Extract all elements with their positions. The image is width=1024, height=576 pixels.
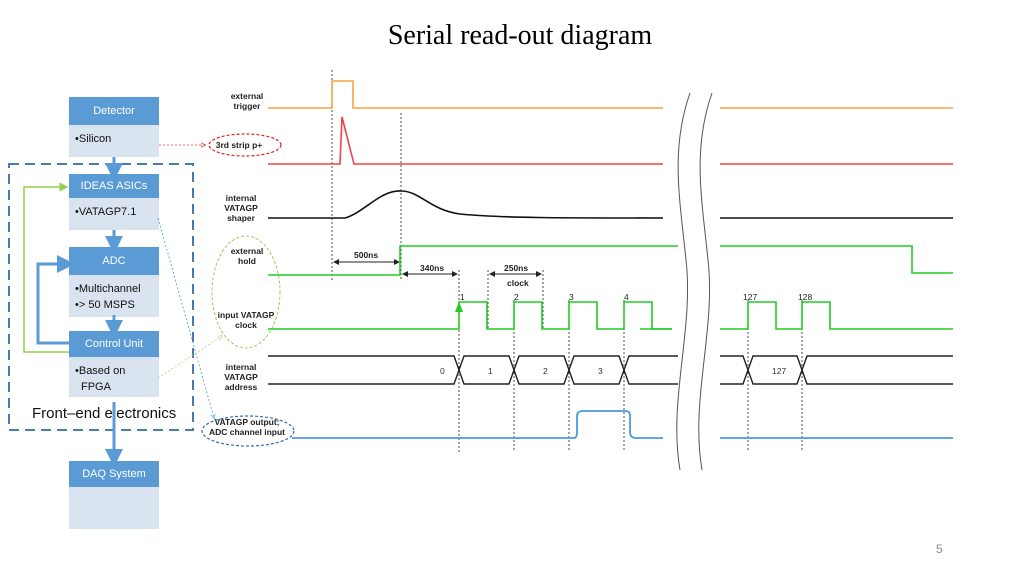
interval-label-500ns: 500ns <box>354 250 379 260</box>
callout-control-hold <box>157 336 222 379</box>
signal-label-vatagp-output: VATAGP output; ADC channel input <box>204 417 290 437</box>
signal-label-line: input VATAGP <box>217 310 275 320</box>
signal-label-line: 3rd strip p+ <box>215 140 263 150</box>
signal-label-line: shaper <box>227 213 255 223</box>
address-label: 127 <box>772 366 787 376</box>
front-end-electronics-label: Front–end electronics <box>32 405 177 422</box>
signal-label-line: trigger <box>233 101 261 111</box>
signal-label-input-clock: input VATAGP clock <box>214 310 278 330</box>
signal-label-line: hold <box>238 256 256 266</box>
clock-tick-label: 2 <box>514 292 519 302</box>
signal-label-external-hold: external hold <box>222 246 272 266</box>
detector-block-line: •Silicon <box>75 133 112 145</box>
timeline-break-left <box>676 92 691 471</box>
signal-label-line: VATAGP output; <box>214 417 280 427</box>
detector-block: Detector •Silicon <box>69 97 159 157</box>
trace-clock <box>268 301 672 330</box>
clock-tick-label: 3 <box>569 292 574 302</box>
signal-label-line: address <box>224 382 258 392</box>
interval-label-250ns: 250ns <box>504 263 529 273</box>
signal-label-line: ADC channel input <box>208 427 286 437</box>
detector-block-body: •Silicon <box>69 125 159 157</box>
arrow-control-to-adc-feedback <box>36 255 75 345</box>
callout-asic-output <box>157 217 214 418</box>
trace-clock-cont <box>720 301 953 330</box>
address-label: 1 <box>488 366 493 376</box>
interval-label-clock: clock <box>507 278 529 288</box>
clock-tick-label: 128 <box>798 292 813 302</box>
trace-shaper <box>268 190 664 219</box>
strip-callout-ellipse <box>208 133 282 157</box>
adc-block-line: •Multichannel <box>75 283 141 295</box>
signal-label-external-trigger: external trigger <box>222 91 272 111</box>
slide-title: Serial read-out diagram <box>387 20 653 51</box>
daq-system-block-body <box>69 487 159 529</box>
clock-tick-label: 127 <box>743 292 758 302</box>
adc-block-body: •Multichannel •> 50 MSPS <box>69 275 159 317</box>
control-unit-block-line: •Based on <box>75 365 126 377</box>
trace-3rd-strip <box>268 116 663 165</box>
signal-label-line: internal VATAGP <box>224 193 258 213</box>
address-label: 2 <box>543 366 548 376</box>
page-number: 5 <box>936 542 943 556</box>
trace-address-bus <box>268 355 953 385</box>
detector-block-header: Detector <box>69 97 159 125</box>
arrow-control-to-asic-feedback <box>23 182 69 353</box>
signal-label-line: internal VATAGP <box>224 362 258 382</box>
control-unit-block: Control Unit •Based on FPGA <box>69 331 159 397</box>
adc-block-line: •> 50 MSPS <box>75 299 135 311</box>
clock-tick-label: 1 <box>460 292 465 302</box>
ideas-asics-block-body: •VATAGP7.1 <box>69 198 159 230</box>
hold-clock-callout-ellipse <box>211 235 281 349</box>
trace-external-trigger <box>268 80 663 109</box>
timing-guides <box>331 70 803 452</box>
control-unit-block-line: FPGA <box>81 381 111 393</box>
signal-label-line: external <box>230 91 264 101</box>
address-label: 0 <box>440 366 445 376</box>
trace-external-hold <box>268 245 678 276</box>
address-label: 3 <box>598 366 603 376</box>
interval-label-340ns: 340ns <box>420 263 445 273</box>
output-callout-ellipse <box>201 415 295 447</box>
control-unit-block-body: •Based on FPGA <box>69 357 159 397</box>
trace-vatagp-output <box>292 410 663 439</box>
trace-external-hold-cont <box>720 245 953 274</box>
ideas-asics-block-line: •VATAGP7.1 <box>75 206 137 218</box>
signal-label-shaper: internal VATAGP shaper <box>208 193 274 223</box>
timeline-break-right <box>698 92 713 471</box>
signal-label-address: internal VATAGP address <box>208 362 274 392</box>
clock-tick-label: 4 <box>624 292 629 302</box>
signal-label-line: external <box>230 246 264 256</box>
signal-label-line: clock <box>235 320 257 330</box>
clock-first-edge-arrow <box>455 302 463 312</box>
signal-label-3rd-strip: 3rd strip p+ <box>208 140 270 150</box>
